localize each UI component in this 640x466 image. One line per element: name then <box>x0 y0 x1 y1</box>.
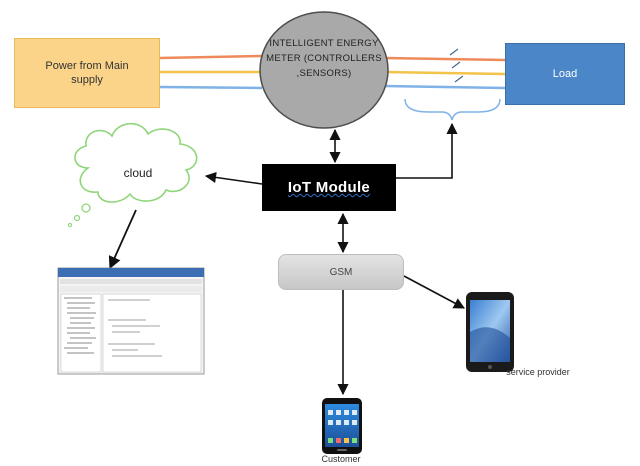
arrow-iot-cloud <box>204 171 263 185</box>
iot-module-label: IoT Module <box>287 179 371 196</box>
gsm-label: GSM <box>329 266 353 278</box>
cloud-label: cloud <box>123 166 153 180</box>
load-label: Load <box>552 68 578 80</box>
arrow-gsm-service <box>403 275 465 309</box>
service-provider-label: service provider <box>506 367 570 377</box>
arrow-iot-load <box>396 122 458 179</box>
gsm-box: GSM <box>278 254 404 290</box>
cloud-icon <box>67 122 198 228</box>
wire-brace <box>404 98 501 121</box>
customer-label: Customer <box>321 454 361 464</box>
load-box: Load <box>505 43 625 105</box>
power-wires-output <box>383 56 506 90</box>
power-supply-box: Power from Main supply <box>14 38 160 108</box>
power-supply-label: Power from Main supply <box>45 60 129 86</box>
smartphone-icon <box>322 398 362 454</box>
meter-ellipse <box>259 11 389 129</box>
software-window-icon <box>57 267 205 375</box>
power-wires-input <box>159 54 263 90</box>
iot-module-box: IoT Module <box>262 164 396 211</box>
switch-marks <box>449 48 464 83</box>
meter-label: INTELLIGENT ENERGY METER (CONTROLLERS ,S… <box>266 38 382 79</box>
tablet-phone-icon <box>466 292 514 372</box>
arrow-cloud-software <box>108 209 137 270</box>
